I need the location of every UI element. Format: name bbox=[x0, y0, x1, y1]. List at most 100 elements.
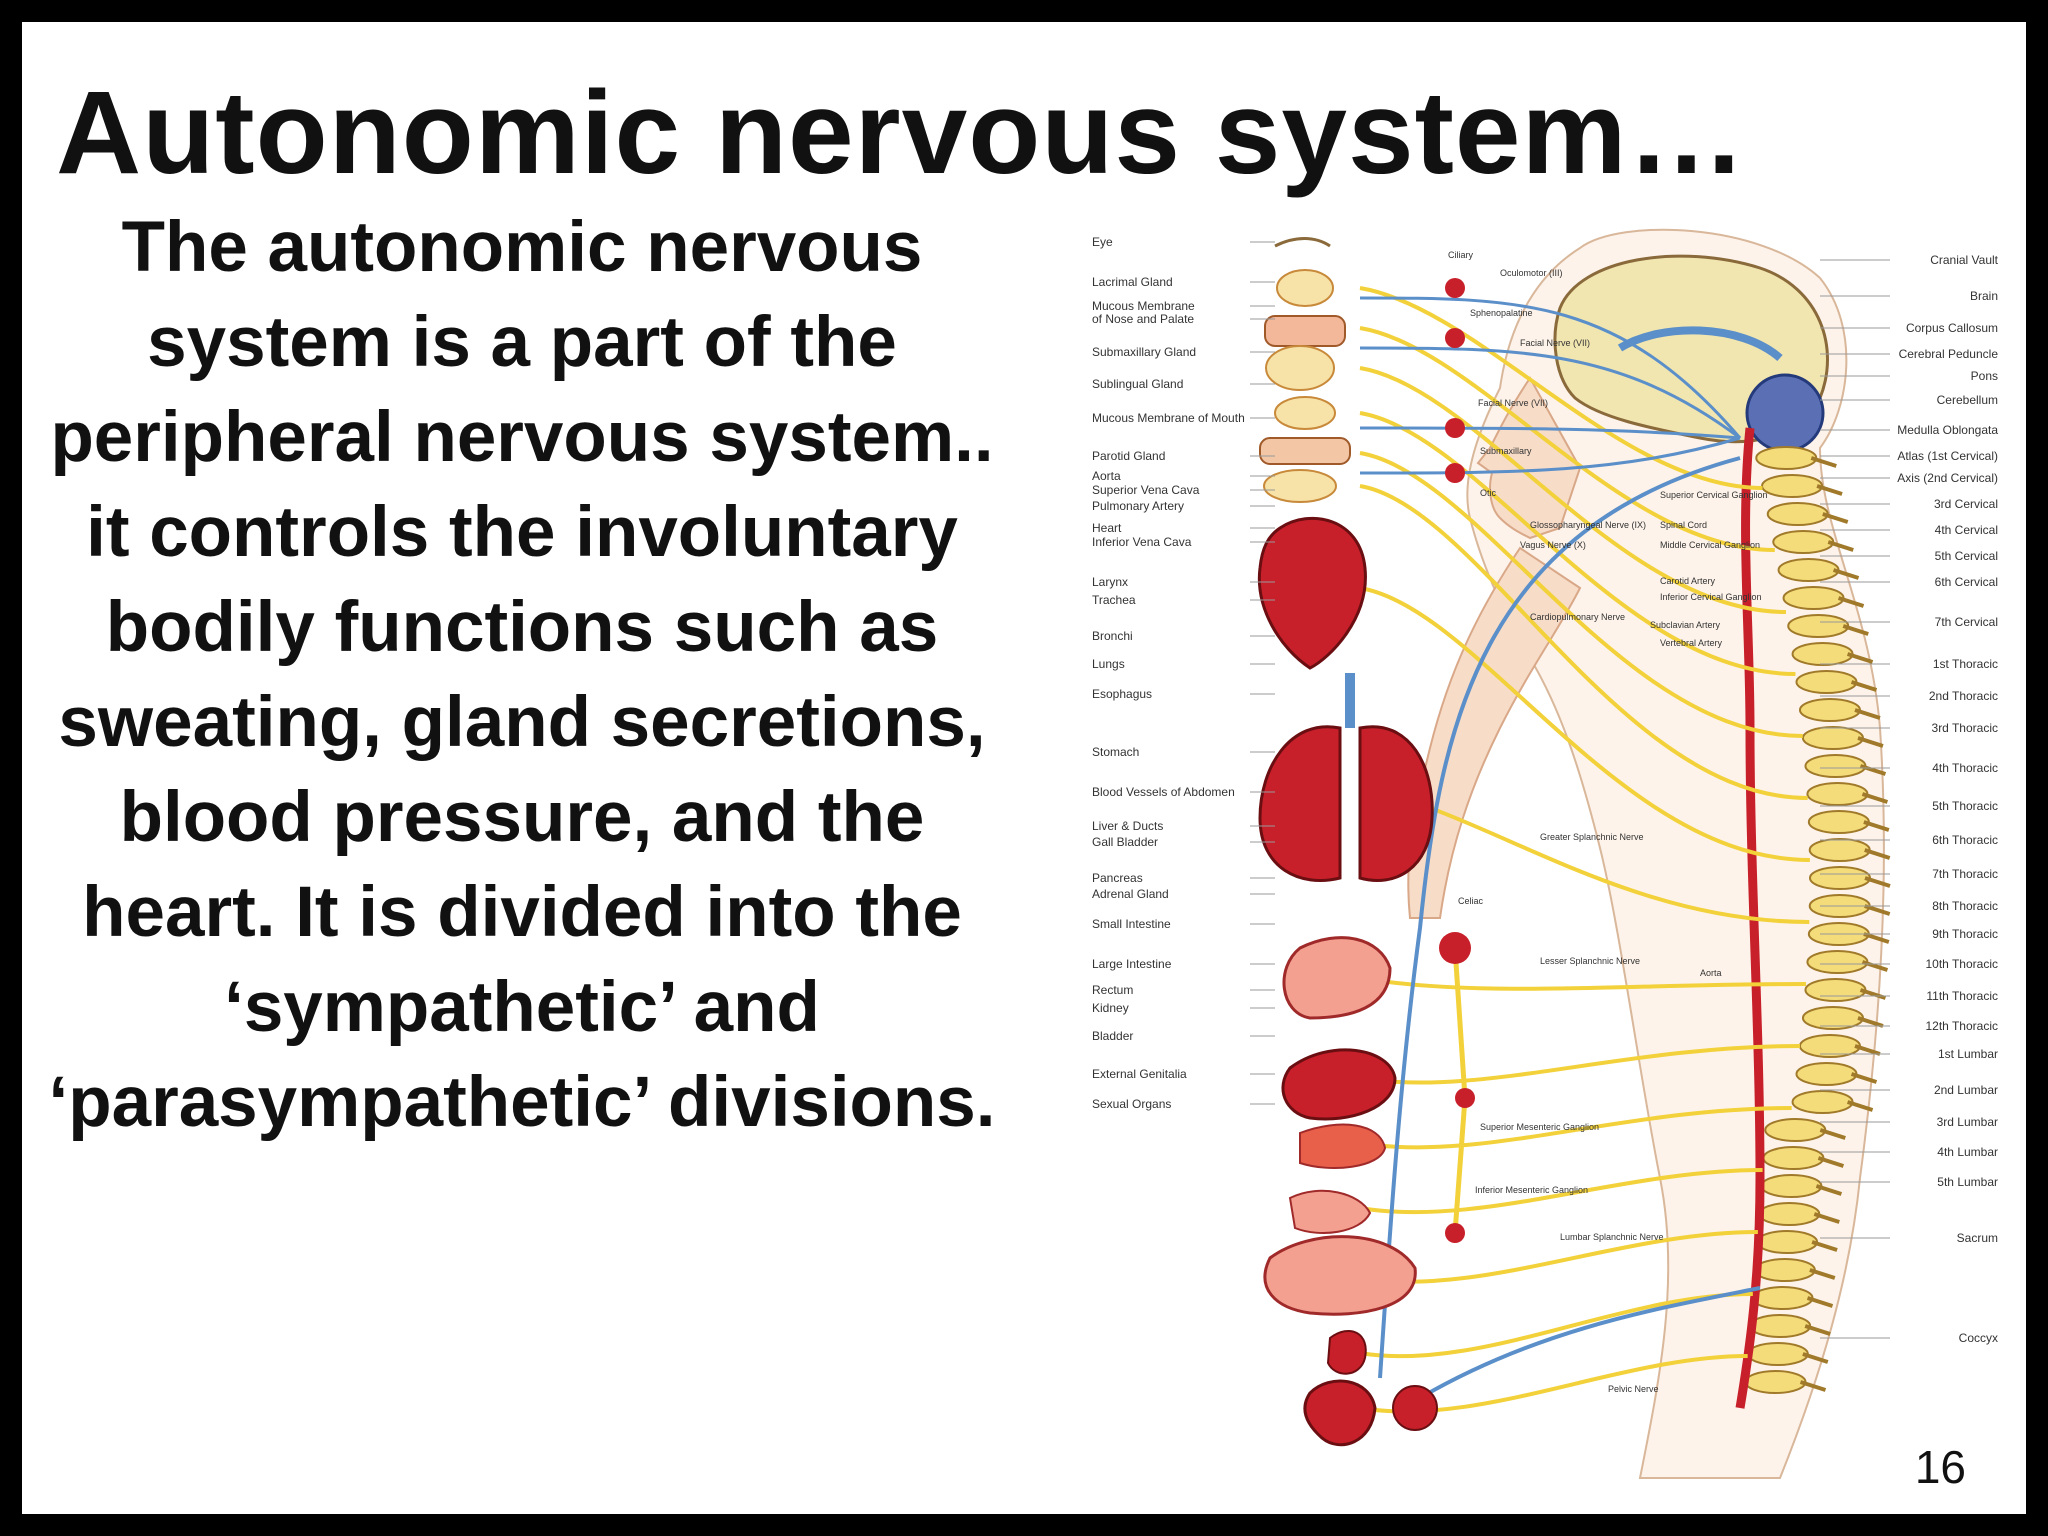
vertebra-process bbox=[1864, 876, 1891, 888]
corpus-callosum bbox=[1617, 326, 1783, 362]
left-label: Esophagus bbox=[1092, 687, 1152, 701]
vertebra bbox=[1760, 1174, 1823, 1198]
inner-label: Celiac bbox=[1458, 896, 1484, 906]
vertebra bbox=[1756, 1230, 1819, 1254]
inner-label: Middle Cervical Ganglion bbox=[1660, 540, 1760, 550]
pelvic-nerve bbox=[1418, 1286, 1761, 1400]
vertebra bbox=[1795, 670, 1858, 694]
right-label: 4th Lumbar bbox=[1937, 1145, 1998, 1159]
vertebra bbox=[1761, 474, 1824, 498]
left-label: Inferior Vena Cava bbox=[1092, 535, 1192, 549]
slide-body-text: The autonomic nervous system is a part o… bbox=[48, 208, 996, 1142]
vertebra-process bbox=[1802, 1352, 1829, 1364]
sympathetic-nerve bbox=[1359, 1292, 1753, 1359]
right-label: 5th Thoracic bbox=[1932, 799, 1998, 813]
right-label: 5th Lumbar bbox=[1937, 1175, 1998, 1189]
inner-label: Cardiopulmonary Nerve bbox=[1530, 612, 1625, 622]
vertebra bbox=[1806, 782, 1869, 806]
vertebra-process bbox=[1815, 1184, 1843, 1196]
right-label: Cerebral Peduncle bbox=[1899, 347, 1999, 361]
right-label: 12th Thoracic bbox=[1926, 1019, 1999, 1033]
left-label: Bladder bbox=[1092, 1029, 1133, 1043]
spinal-column bbox=[1744, 446, 1891, 1394]
right-label: Brain bbox=[1970, 289, 1998, 303]
right-label: 3rd Thoracic bbox=[1932, 721, 1998, 735]
sympathetic-nerve bbox=[1359, 1044, 1800, 1085]
right-label: Cranial Vault bbox=[1930, 253, 1998, 267]
sympathetic-nerve bbox=[1359, 411, 1796, 676]
left-label: Gall Bladder bbox=[1092, 835, 1158, 849]
inner-label: Ciliary bbox=[1448, 250, 1474, 260]
left-label: Sexual Organs bbox=[1092, 1097, 1171, 1111]
left-label: Rectum bbox=[1092, 983, 1133, 997]
vertebra bbox=[1766, 502, 1829, 526]
inner-label: Lumbar Splanchnic Nerve bbox=[1560, 1232, 1664, 1242]
vertebra-process bbox=[1846, 652, 1874, 664]
vertebra bbox=[1755, 446, 1818, 470]
vertebra bbox=[1746, 1342, 1809, 1366]
left-label: Kidney bbox=[1092, 1001, 1129, 1015]
right-label: 3rd Lumbar bbox=[1937, 1115, 1998, 1129]
right-label: Atlas (1st Cervical) bbox=[1897, 449, 1998, 463]
vertebra-process bbox=[1822, 512, 1849, 524]
vertebra-process bbox=[1854, 1044, 1881, 1056]
heart-organ bbox=[1257, 516, 1367, 670]
vertebra-process bbox=[1863, 932, 1890, 944]
left-label: Pulmonary Artery bbox=[1092, 499, 1184, 513]
inner-label: Vagus Nerve (X) bbox=[1520, 540, 1586, 550]
vertebra bbox=[1753, 1258, 1816, 1282]
superior-mesenteric-ganglion bbox=[1455, 1088, 1475, 1108]
slide-title: Autonomic nervous system… bbox=[56, 67, 1747, 199]
inner-label: Facial Nerve (VII) bbox=[1478, 398, 1548, 408]
cranial-nerve bbox=[1359, 426, 1741, 440]
vertebra bbox=[1808, 838, 1871, 862]
sympathetic-nerve bbox=[1359, 586, 1810, 862]
right-label: 8th Thoracic bbox=[1932, 899, 1998, 913]
right-label: 10th Thoracic bbox=[1926, 957, 1999, 971]
right-label: 11th Thoracic bbox=[1926, 989, 1998, 1003]
left-label: Heart bbox=[1092, 521, 1122, 535]
sympathetic-nerve bbox=[1359, 484, 1808, 800]
left-label: Lacrimal Gland bbox=[1092, 275, 1173, 289]
cranial-nerve bbox=[1359, 296, 1742, 439]
left-label: Large Intestine bbox=[1092, 957, 1172, 971]
vertebra bbox=[1807, 810, 1870, 834]
mouth-membrane bbox=[1259, 437, 1351, 465]
inner-label: Submaxillary bbox=[1480, 446, 1532, 456]
vertebra-process bbox=[1809, 1268, 1836, 1280]
vertebra-process bbox=[1857, 1016, 1884, 1028]
vertebra bbox=[1791, 642, 1854, 666]
cranial-nerve bbox=[1359, 346, 1741, 440]
vertebra-process bbox=[1846, 1100, 1874, 1112]
vertebra bbox=[1791, 1090, 1854, 1114]
right-label: 6th Cervical bbox=[1935, 575, 1998, 589]
pancreas-organ bbox=[1299, 1123, 1387, 1169]
vertebra bbox=[1804, 754, 1867, 778]
vertebra-process bbox=[1816, 484, 1843, 496]
left-label: Small Intestine bbox=[1092, 917, 1171, 931]
sympathetic-nerve bbox=[1359, 366, 1786, 614]
vertebra bbox=[1777, 558, 1840, 582]
vertebra-process bbox=[1799, 1380, 1827, 1392]
vertebra bbox=[1758, 1202, 1821, 1226]
vertebra-process bbox=[1842, 624, 1869, 636]
vertebra bbox=[1782, 586, 1845, 610]
otic-ganglion bbox=[1445, 463, 1465, 483]
vertebra-process bbox=[1837, 596, 1865, 608]
nose-palate bbox=[1264, 315, 1346, 347]
inner-label: Subclavian Artery bbox=[1650, 620, 1721, 630]
liver-organ bbox=[1281, 1048, 1397, 1121]
page-number: 16 bbox=[1914, 1441, 1966, 1493]
inner-label: Sphenopalatine bbox=[1470, 308, 1533, 318]
inner-label: Glossopharyngeal Nerve (IX) bbox=[1530, 520, 1646, 530]
cerebellum bbox=[1745, 373, 1825, 453]
vertebra bbox=[1798, 698, 1861, 722]
inner-label: Carotid Artery bbox=[1660, 576, 1716, 586]
right-label: 1st Lumbar bbox=[1938, 1047, 1998, 1061]
left-lung bbox=[1258, 725, 1342, 882]
vertebra-process bbox=[1850, 1072, 1878, 1084]
vertebra-process bbox=[1859, 764, 1887, 776]
left-label: Blood Vessels of Abdomen bbox=[1092, 785, 1235, 799]
